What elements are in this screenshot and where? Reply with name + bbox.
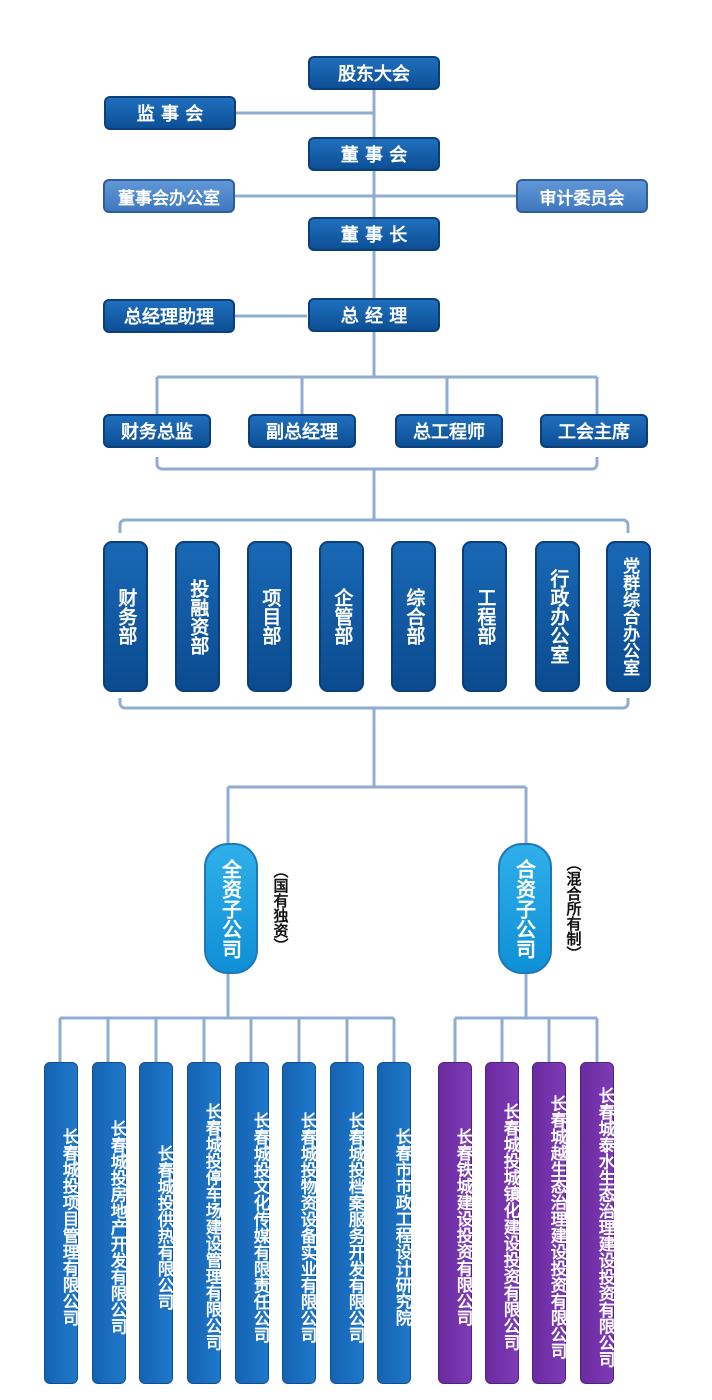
group-holding: 合资子公司 xyxy=(498,843,552,974)
node-department: 党群综合办公室 xyxy=(606,541,651,692)
node-department: 投融资部 xyxy=(175,541,220,692)
node-gm-assistant: 总经理助理 xyxy=(103,299,235,333)
subsidiary-wholly-owned: 长春城投房地产开发有限公司 xyxy=(92,1062,127,1384)
node-audit-committee: 审计委员会 xyxy=(516,179,648,213)
node-department: 工程部 xyxy=(462,541,507,692)
group-wholly-owned: 全资子公司 xyxy=(204,843,258,974)
group-holding-note: （混合所有制） xyxy=(564,855,583,961)
node-supervisors: 监 事 会 xyxy=(104,96,236,130)
node-executive: 工会主席 xyxy=(540,414,648,448)
subsidiary-holding: 长春城越生态治理建设投资有限公司 xyxy=(532,1062,567,1384)
subsidiary-holding: 长春城投城镇化建设投资有限公司 xyxy=(485,1062,520,1384)
node-executive: 副总经理 xyxy=(248,414,356,448)
subsidiary-wholly-owned: 长春城投档案服务开发有限公司 xyxy=(330,1062,365,1384)
node-department: 项目部 xyxy=(247,541,292,692)
subsidiary-wholly-owned: 长春城投物资设备实业有限公司 xyxy=(282,1062,317,1384)
node-department: 行政办公室 xyxy=(535,541,580,692)
node-executive: 财务总监 xyxy=(103,414,211,448)
subsidiary-wholly-owned: 长春城投停车场建设管理有限公司 xyxy=(187,1062,222,1384)
node-department: 综合部 xyxy=(391,541,436,692)
node-general-manager: 总 经 理 xyxy=(308,298,440,332)
node-board-office: 董事会办公室 xyxy=(103,179,235,213)
node-department: 企管部 xyxy=(319,541,364,692)
node-board: 董 事 会 xyxy=(308,137,440,171)
node-department: 财务部 xyxy=(103,541,148,692)
node-shareholders: 股东大会 xyxy=(308,56,440,90)
subsidiary-wholly-owned: 长春市市政工程设计研究院 xyxy=(377,1062,412,1384)
node-executive: 总工程师 xyxy=(395,414,503,448)
subsidiary-wholly-owned: 长春城投项目管理有限公司 xyxy=(44,1062,79,1384)
node-chairman: 董 事 长 xyxy=(308,217,440,251)
subsidiary-holding: 长春城泰水生态治理建设投资有限公司 xyxy=(580,1062,615,1384)
subsidiary-holding: 长春铁城建设投资有限公司 xyxy=(438,1062,473,1384)
subsidiary-wholly-owned: 长春城投文化传媒有限责任公司 xyxy=(235,1062,270,1384)
group-wholly-owned-note: （国有独资） xyxy=(271,863,290,953)
subsidiary-wholly-owned: 长春城投供热有限公司 xyxy=(139,1062,174,1384)
